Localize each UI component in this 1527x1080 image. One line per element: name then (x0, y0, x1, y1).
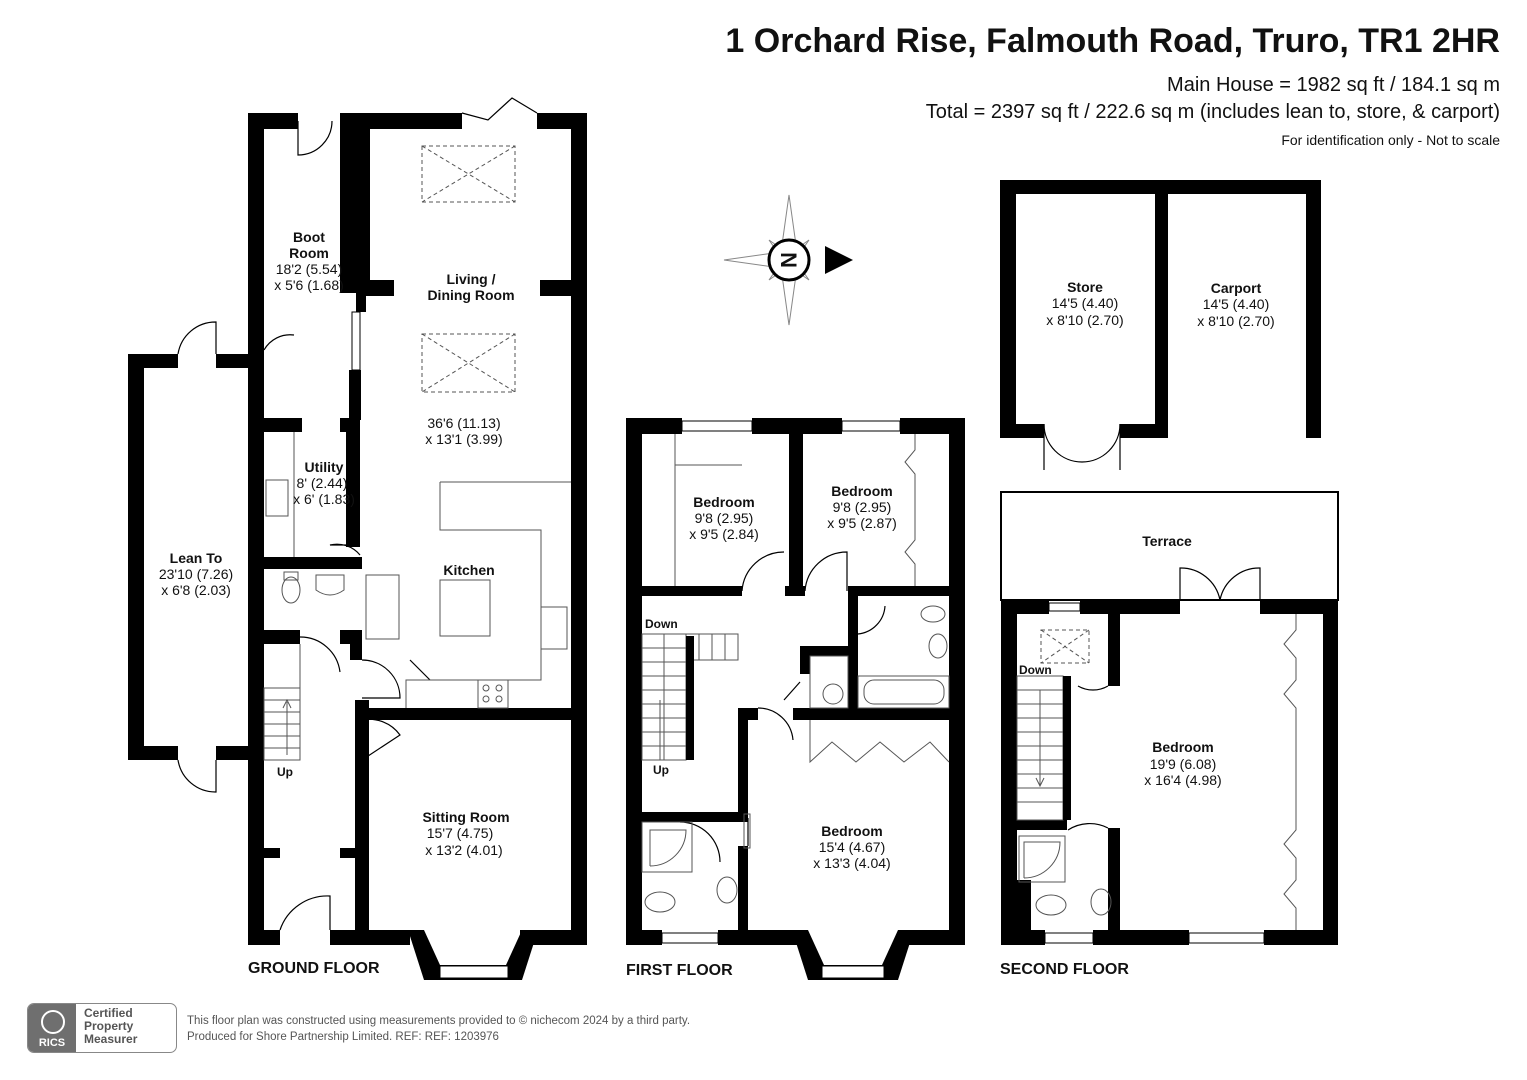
first-floor-label: FIRST FLOOR (626, 962, 733, 979)
main-house-area: Main House = 1982 sq ft / 184.1 sq m (1167, 74, 1500, 96)
second-bedroom-dim-2: x 16'4 (4.98) (1144, 772, 1221, 788)
first-bedroom-c-name: Bedroom (821, 823, 882, 839)
disclaimer-line-2: Produced for Shore Partnership Limited. … (187, 1031, 499, 1043)
lean-to-dim-1: 23'10 (7.26) (159, 566, 233, 582)
first-stairs-down: Down (645, 617, 678, 631)
rics-badge-text: Certified Property Measurer (84, 1007, 137, 1046)
sitting-room-dim-2: x 13'2 (4.01) (425, 842, 502, 858)
ground-stairs-up: Up (277, 765, 293, 779)
boot-room-dim-1: 18'2 (5.54) (276, 261, 343, 277)
first-bedroom-a-name: Bedroom (693, 494, 754, 510)
first-bedroom-c-dim-1: 15'4 (4.67) (819, 839, 886, 855)
rics-certified-badge: RICS Certified Property Measurer (27, 1003, 177, 1053)
first-bedroom-b-name: Bedroom (831, 483, 892, 499)
first-floor-fixtures (641, 434, 950, 913)
lean-to-name: Lean To (170, 550, 223, 566)
store-dim-1: 14'5 (4.40) (1052, 295, 1119, 311)
second-floor-labels: Terrace Bedroom 19'9 (6.08) x 16'4 (4.98… (1000, 533, 1222, 978)
first-floor-stair-wall (686, 636, 694, 760)
kitchen-name: Kitchen (443, 562, 494, 578)
store-carport-plan: Store 14'5 (4.40) x 8'10 (2.70) Carport … (1000, 180, 1321, 470)
boot-room-name-1: Boot (293, 229, 325, 245)
first-floor-labels: Bedroom 9'8 (2.95) x 9'5 (2.84) Bedroom … (626, 483, 897, 979)
living-room-dim-1: 36'6 (11.13) (427, 415, 500, 431)
total-area: Total = 2397 sq ft / 222.6 sq m (include… (925, 101, 1500, 123)
first-stairs-up: Up (653, 763, 669, 777)
second-floor-plan: Terrace Bedroom 19'9 (6.08) x 16'4 (4.98… (1000, 491, 1339, 978)
rics-emblem-icon (41, 1010, 65, 1034)
sitting-room-dim-1: 15'7 (4.75) (427, 825, 494, 841)
ground-floor-windows (351, 311, 509, 979)
kitchen-units (365, 481, 571, 709)
sitting-room-name: Sitting Room (422, 809, 509, 825)
badge-line-2: Property (84, 1019, 134, 1033)
second-floor-walls (1001, 600, 1338, 945)
second-floor-windows (1044, 602, 1265, 944)
compass-rose: N (723, 194, 853, 326)
first-floor-plan: Bedroom 9'8 (2.95) x 9'5 (2.84) Bedroom … (626, 418, 965, 980)
ground-floor-doors (177, 120, 431, 931)
badge-line-1: Certified (84, 1006, 133, 1020)
lean-to-walls (128, 354, 264, 760)
ground-floor-labels: Boot Room 18'2 (5.54) x 5'6 (1.68) Livin… (159, 229, 515, 977)
footer: RICS Certified Property Measurer This fl… (27, 1003, 747, 1055)
second-floor-stairs (1016, 675, 1064, 821)
boot-room-name-2: Room (289, 245, 329, 261)
terrace-name: Terrace (1142, 533, 1192, 549)
first-bedroom-a-dim-1: 9'8 (2.95) (695, 510, 754, 526)
store-doors (1043, 423, 1121, 470)
roof-lights (421, 145, 516, 393)
living-room-name-1: Living / (447, 271, 496, 287)
boot-room-dim-2: x 5'6 (1.68) (274, 277, 344, 293)
disclaimer: This floor plan was constructed using me… (187, 1013, 690, 1045)
second-floor-stair-wall (1063, 676, 1071, 820)
carport-dim-2: x 8'10 (2.70) (1197, 313, 1274, 329)
first-bedroom-b-dim-1: 9'8 (2.95) (833, 499, 892, 515)
store-name: Store (1067, 279, 1103, 295)
first-bedroom-c-dim-2: x 13'3 (4.04) (813, 855, 890, 871)
bifold-doors (461, 97, 538, 121)
compass-north-letter: N (776, 252, 801, 268)
utility-name: Utility (305, 459, 344, 475)
badge-line-3: Measurer (84, 1032, 138, 1046)
first-floor-walls (626, 418, 965, 980)
first-floor-doors (679, 551, 886, 863)
lean-to-dim-2: x 6'8 (2.03) (161, 582, 231, 598)
second-stairs-down: Down (1019, 663, 1052, 677)
first-bedroom-a-dim-2: x 9'5 (2.84) (689, 526, 759, 542)
ground-floor-stairs (263, 687, 301, 761)
ground-floor-walls (248, 113, 587, 980)
disclaimer-line-1: This floor plan was constructed using me… (187, 1015, 691, 1027)
first-floor-windows (661, 420, 901, 979)
second-bedroom-dim-1: 19'9 (6.08) (1150, 756, 1217, 772)
carport-dim-1: 14'5 (4.40) (1203, 296, 1270, 312)
store-dim-2: x 8'10 (2.70) (1046, 312, 1123, 328)
utility-dim-1: 8' (2.44) (297, 475, 348, 491)
living-room-dim-2: x 13'1 (3.99) (425, 431, 502, 447)
store-carport-labels: Store 14'5 (4.40) x 8'10 (2.70) Carport … (1046, 279, 1274, 329)
second-floor-fixtures (1018, 614, 1297, 930)
first-bedroom-b-dim-2: x 9'5 (2.87) (827, 515, 897, 531)
carport-name: Carport (1211, 280, 1262, 296)
second-bedroom-name: Bedroom (1152, 739, 1213, 755)
ground-floor-label: GROUND FLOOR (248, 960, 380, 977)
rics-logo: RICS (28, 1004, 76, 1052)
rics-logo-word: RICS (38, 1037, 66, 1049)
utility-dim-2: x 6' (1.83) (293, 491, 355, 507)
identification-note: For identification only - Not to scale (1281, 132, 1500, 148)
store-carport-walls (1000, 180, 1321, 438)
property-address-title: 1 Orchard Rise, Falmouth Road, Truro, TR… (725, 22, 1500, 60)
second-floor-doors (1067, 567, 1261, 831)
living-room-name-2: Dining Room (427, 287, 514, 303)
second-floor-label: SECOND FLOOR (1000, 961, 1129, 978)
ground-floor-plan: Boot Room 18'2 (5.54) x 5'6 (1.68) Livin… (128, 97, 587, 980)
